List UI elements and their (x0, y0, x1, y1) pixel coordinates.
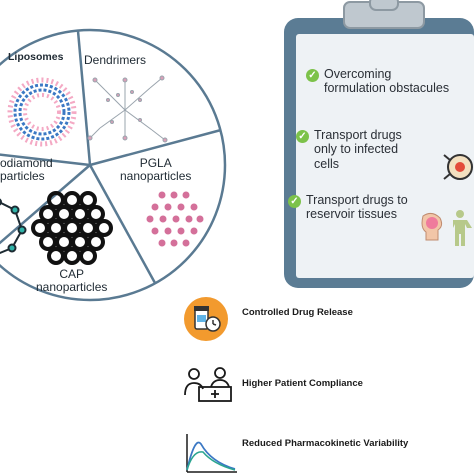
check-icon: ✓ (288, 195, 301, 208)
label-cap: CAP nanoparticles (36, 267, 108, 295)
doctor-patient-icon (184, 367, 232, 402)
pgla-graphic (146, 191, 204, 247)
clipboard-item-text: Transport drugs only to infected cells (314, 128, 402, 171)
pill-bottle-clock-icon (184, 297, 228, 341)
infected-cell-icon (443, 154, 473, 180)
benefit-label: Reduced Pharmacokinetic Variability (242, 438, 409, 449)
clipboard-item: ✓ Overcoming formulation obstacules (306, 67, 456, 96)
liposome-graphic (7, 77, 77, 147)
check-icon: ✓ (306, 69, 319, 82)
cap-graphic (31, 191, 113, 265)
dendrimer-graphic (87, 75, 168, 143)
clipboard-item-text: Transport drugs to reservoir tissues (306, 193, 408, 222)
body-icon (453, 210, 472, 246)
clipboard-item: ✓ Transport drugs only to infected cells (296, 128, 424, 171)
benefit-label: Higher Patient Compliance (242, 378, 363, 389)
label-nanodiamond: odiamond particles (0, 156, 53, 184)
brain-head-icon (421, 212, 443, 241)
label-dendrimers: Dendrimers (84, 53, 147, 67)
nanodiamond-graphic (0, 198, 27, 255)
label-liposomes: Liposomes (8, 51, 64, 63)
clipboard-item-text: Overcoming formulation obstacules (324, 67, 450, 96)
check-icon: ✓ (296, 130, 309, 143)
pk-curve-icon (186, 434, 237, 473)
benefit-label: Controlled Drug Release (242, 307, 353, 318)
clipboard-item: ✓ Transport drugs to reservoir tissues (288, 193, 418, 222)
nanocarrier-wheel (0, 28, 227, 302)
label-pgla: PGLA nanoparticles (120, 156, 192, 184)
